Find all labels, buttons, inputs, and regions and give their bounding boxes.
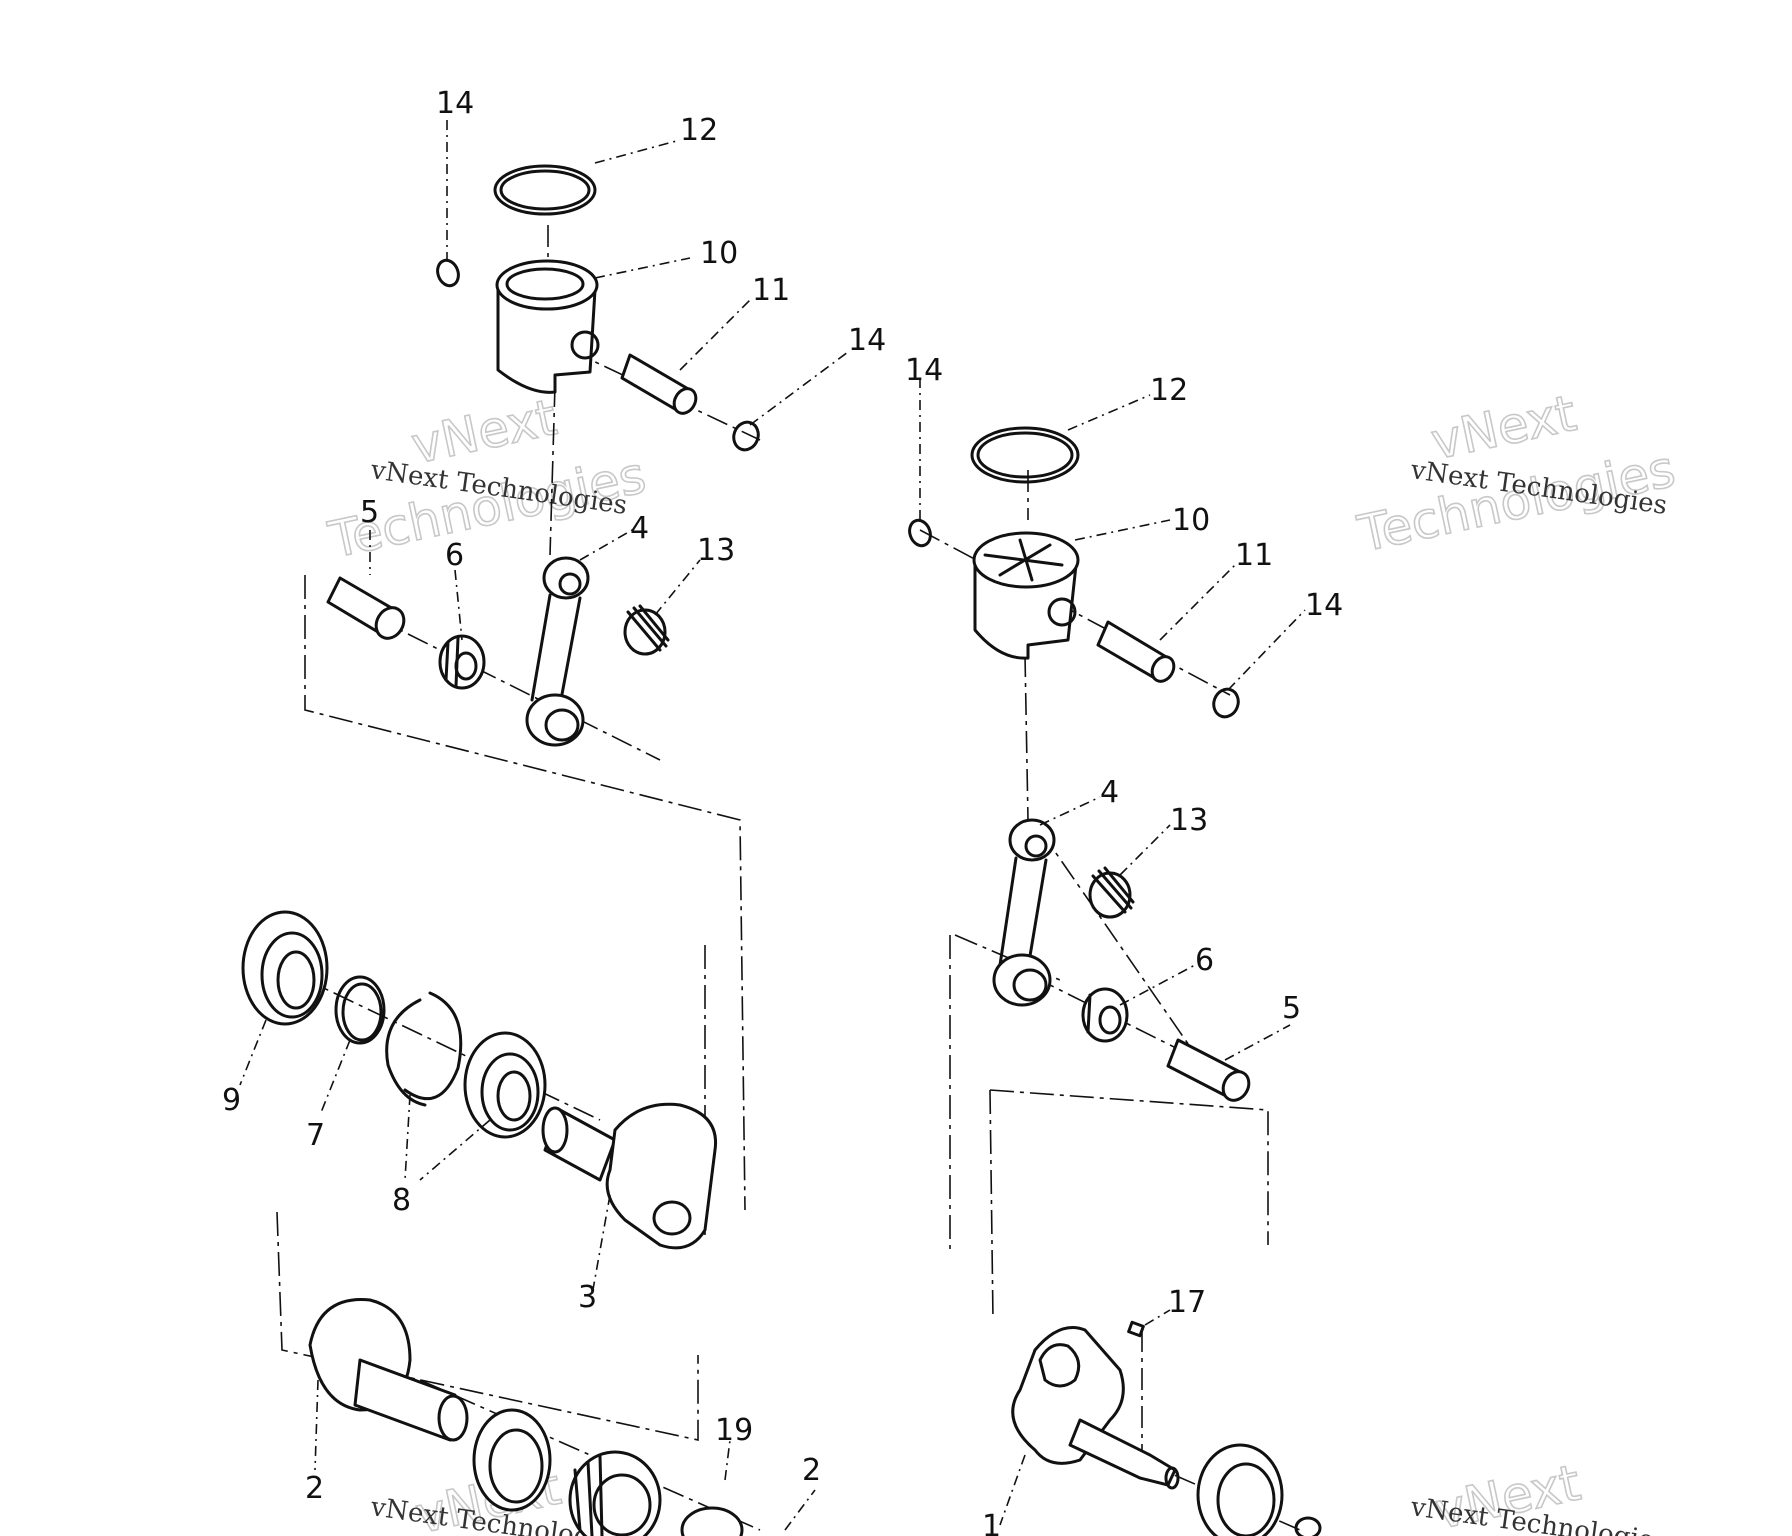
- crank-pin-right: [1166, 1038, 1251, 1102]
- needle-bearing-right-big: [1081, 987, 1129, 1043]
- callout-6-left: 6: [445, 538, 464, 573]
- callout-2-bottom: 2: [802, 1453, 821, 1488]
- bearing-bottom-19: [680, 1506, 744, 1536]
- callout-4-left: 4: [630, 511, 649, 546]
- callout-14-right-pin: 14: [1305, 588, 1343, 623]
- piston-pin-right: [1096, 620, 1176, 683]
- callout-12-right: 12: [1150, 373, 1188, 408]
- ball-bearing-lower-right: [1196, 1443, 1284, 1536]
- circlip-right-pin: [1212, 687, 1240, 719]
- callout-13-left: 13: [697, 533, 735, 568]
- circlip-left-pin: [732, 420, 760, 452]
- piston-ring-left: [493, 164, 597, 216]
- callout-10-left: 10: [700, 236, 738, 271]
- callout-6-right: 6: [1195, 943, 1214, 978]
- ball-bearing-left-8: [463, 1031, 547, 1139]
- needle-bearing-left-small: [623, 604, 670, 656]
- callout-1: 1: [982, 1509, 1001, 1536]
- callout-3: 3: [578, 1280, 597, 1315]
- callout-numbers: 14 12 10 11 14 14 12 10 11 14 5 6 4 13 4…: [222, 86, 1343, 1536]
- crank-pin-left: [326, 576, 406, 640]
- leader-lines: [239, 120, 1306, 1531]
- callout-5-left: 5: [360, 495, 379, 530]
- callout-7: 7: [306, 1118, 325, 1153]
- svg-text:vNext: vNext: [1426, 384, 1581, 471]
- assembly-axes: [264, 225, 1301, 1531]
- ball-bearing-lower-left: [472, 1408, 552, 1512]
- piston-pin-left: [620, 353, 698, 415]
- callout-9: 9: [222, 1083, 241, 1118]
- crankshaft-half-lower-left: [308, 1298, 469, 1442]
- callout-14-right-top: 14: [905, 353, 943, 388]
- callout-14-left-pin: 14: [848, 323, 886, 358]
- callout-11-right: 11: [1235, 538, 1273, 573]
- callout-13-right: 13: [1170, 803, 1208, 838]
- connecting-rod-left: [525, 556, 590, 747]
- woodruff-key-17: [1127, 1320, 1145, 1338]
- seal-ring-left-7: [334, 975, 386, 1045]
- crankshaft-half-right: [1011, 1326, 1180, 1490]
- callout-10-right: 10: [1172, 503, 1210, 538]
- callout-11-left: 11: [752, 273, 790, 308]
- gear-left-19: [568, 1450, 662, 1536]
- watermark-top-right: vNext Technologies: [1352, 383, 1681, 564]
- circlip-right-top: [908, 518, 932, 548]
- piston-ring-right: [970, 426, 1080, 484]
- ball-bearing-left-9: [241, 910, 329, 1026]
- callout-19: 19: [715, 1413, 753, 1448]
- needle-bearing-right-small: [1088, 866, 1135, 919]
- circlip-left-top: [436, 258, 460, 288]
- piston-right: [972, 531, 1080, 660]
- callout-5-right: 5: [1282, 991, 1301, 1026]
- callout-8: 8: [392, 1183, 411, 1218]
- callout-2-left: 2: [305, 1471, 324, 1506]
- callout-14-left-top: 14: [436, 86, 474, 121]
- callout-17: 17: [1168, 1285, 1206, 1320]
- connecting-rod-right: [992, 818, 1056, 1007]
- seal-lower-right: [1294, 1516, 1322, 1536]
- piston-left: [495, 259, 600, 394]
- callout-12-left: 12: [680, 113, 718, 148]
- callout-4-right: 4: [1100, 775, 1119, 810]
- crankshaft-half-left: [541, 1102, 718, 1250]
- needle-bearing-left-big: [438, 634, 486, 690]
